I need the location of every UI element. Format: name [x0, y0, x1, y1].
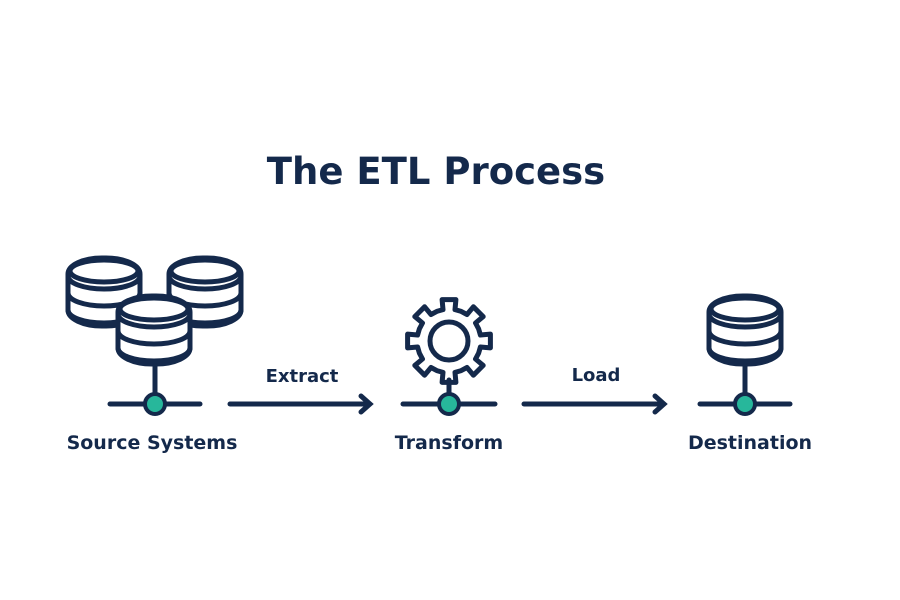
network-node-icon [400, 392, 498, 416]
node-label-transform: Transform [395, 432, 503, 454]
page-title: The ETL Process [267, 150, 605, 193]
node-label-destination: Destination [688, 432, 812, 454]
arrow-right-icon [652, 393, 668, 415]
edge-extract: Extract [227, 366, 374, 415]
node-source-systems: Source Systems [67, 258, 241, 454]
edge-label-extract: Extract [266, 366, 339, 387]
node-transform: Transform [395, 297, 503, 454]
gear-icon [405, 297, 493, 399]
network-node-icon [697, 392, 793, 416]
node-destination: Destination [688, 296, 812, 454]
database-cluster-icon [68, 258, 241, 399]
node-label-source-systems: Source Systems [67, 432, 238, 454]
database-icon [709, 296, 781, 399]
arrow-right-icon [358, 393, 374, 415]
edge-load: Load [521, 365, 668, 415]
network-node-icon [107, 392, 203, 416]
edge-label-load: Load [572, 365, 621, 386]
